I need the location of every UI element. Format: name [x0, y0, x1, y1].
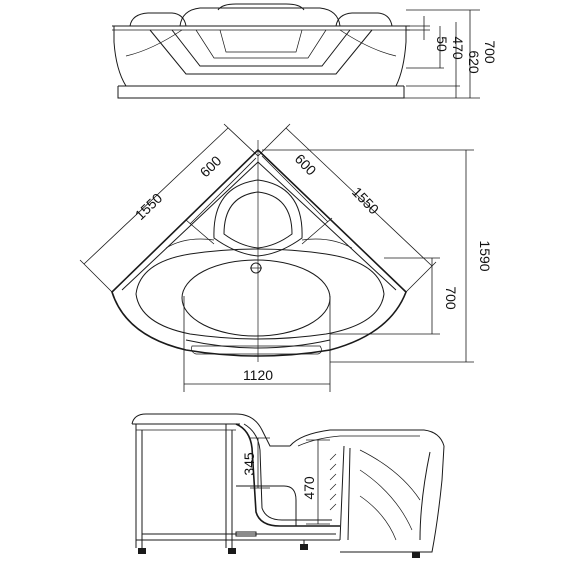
section-top-deck [131, 413, 290, 447]
plan-view: 1550 1550 600 600 1590 700 1120 [79, 123, 493, 392]
section-foot-2 [228, 548, 236, 554]
label-1550-left: 1550 [132, 190, 166, 223]
plan-seat-rim-inner [191, 345, 322, 355]
label-1120: 1120 [243, 367, 273, 383]
section-inner-profile [235, 423, 340, 527]
label-470-section: 470 [301, 476, 317, 500]
label-700: 700 [482, 40, 498, 64]
section-right-rim-2 [297, 435, 420, 447]
label-345: 345 [241, 452, 257, 476]
front-base [117, 86, 405, 99]
section-right-wall-inner [419, 451, 431, 541]
section-inner-profile-2 [243, 423, 332, 521]
plan-ext-600-left [185, 219, 215, 245]
plan-headrest-outer [213, 179, 303, 257]
plan-dim-600-left [189, 157, 257, 225]
front-body-outline [113, 26, 407, 87]
front-elevation-view: 700 620 470 50 [112, 3, 498, 99]
section-foot-4 [412, 552, 420, 558]
plan-rim-inner [121, 161, 397, 291]
label-50: 50 [434, 36, 450, 52]
plan-ext-1550-right-a [257, 123, 291, 157]
section-right-front [339, 445, 351, 541]
plan-outer-bowl [135, 248, 385, 340]
section-right-curve-a [359, 449, 421, 501]
section-fitting [235, 531, 257, 537]
section-right-wall [360, 445, 445, 553]
label-1590: 1590 [477, 240, 493, 271]
plan-ext-600-right [301, 217, 333, 245]
plan-left-wing [165, 238, 215, 249]
section-view: 345 470 [131, 413, 445, 558]
label-600-left: 600 [197, 152, 225, 180]
front-window-inner [171, 29, 351, 67]
label-620: 620 [466, 50, 482, 74]
front-left-bump [129, 12, 187, 27]
section-foot-3 [300, 544, 308, 550]
plan-ext-1550-left-a [79, 259, 113, 293]
plan-dim-1550-right [285, 127, 433, 267]
section-hatch [329, 453, 337, 511]
front-window-frame [149, 29, 373, 75]
front-window-panel [219, 29, 303, 53]
front-window-outer [179, 7, 341, 27]
plan-dim-600-right [261, 155, 329, 223]
label-600-right: 600 [292, 151, 320, 179]
front-headrest [217, 3, 305, 11]
plan-dim-1550-left [83, 127, 229, 265]
plan-ext-1550-left-b [223, 123, 259, 157]
front-skirt-curve-left [125, 29, 183, 57]
section-right-curve-b [359, 469, 413, 531]
section-right-rim [289, 429, 445, 447]
section-right-curve-c [359, 495, 397, 541]
plan-right-wing [301, 238, 353, 249]
plan-headrest-inner [223, 191, 293, 249]
front-right-bump [335, 12, 393, 27]
plan-outer-outline [111, 148, 407, 357]
label-1550-right: 1550 [349, 184, 382, 218]
label-470: 470 [450, 36, 466, 60]
label-700-plan: 700 [443, 286, 459, 310]
front-window-glass [195, 29, 327, 59]
section-foot-1 [138, 548, 146, 554]
section-seat-step [236, 485, 297, 526]
plan-ext-1550-right-b [405, 261, 437, 293]
front-skirt-curve [339, 29, 397, 57]
plan-inner-basin [181, 259, 331, 337]
